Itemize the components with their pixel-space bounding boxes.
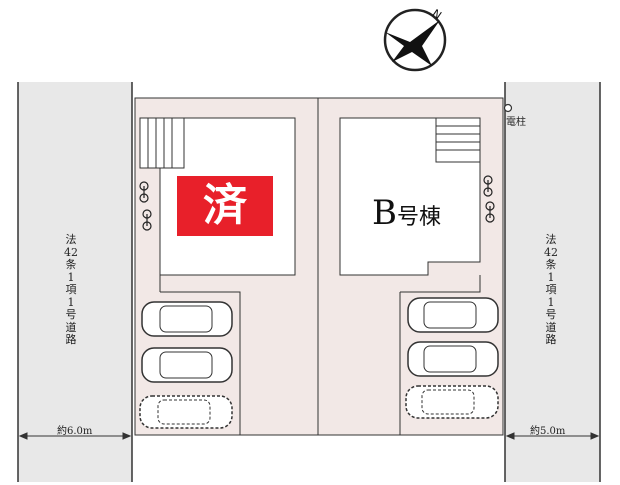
right-road-label: 法42条1項1号道路 [544, 233, 558, 346]
left-road-width-label: 約6.0m [57, 426, 93, 437]
utility-pole-label: 電柱 [506, 117, 526, 128]
dimension-left [18, 432, 132, 440]
utility-pole-icon [503, 103, 513, 113]
car-icon [407, 297, 499, 333]
car-icon [141, 301, 233, 337]
right-road-width-label: 約5.0m [530, 426, 566, 437]
building-letter: B [372, 193, 397, 233]
sold-badge: 済 [177, 176, 273, 236]
bicycle-icon [483, 175, 495, 223]
car-icon [141, 347, 233, 383]
compass-icon [383, 8, 447, 72]
stairs-a [139, 117, 185, 169]
right-road [504, 82, 601, 482]
compass-north-label: N [430, 7, 444, 22]
building-suffix: 号棟 [397, 205, 442, 230]
car-icon [407, 341, 499, 377]
left-road-label: 法42条1項1号道路 [64, 233, 78, 346]
left-road [17, 82, 133, 482]
stairs-b [435, 117, 481, 163]
car-icon-dashed [405, 385, 499, 419]
dimension-right [505, 432, 600, 440]
bicycle-icon [139, 181, 152, 231]
building-b-label: B号棟 [372, 193, 441, 233]
car-icon-dashed [139, 395, 233, 429]
